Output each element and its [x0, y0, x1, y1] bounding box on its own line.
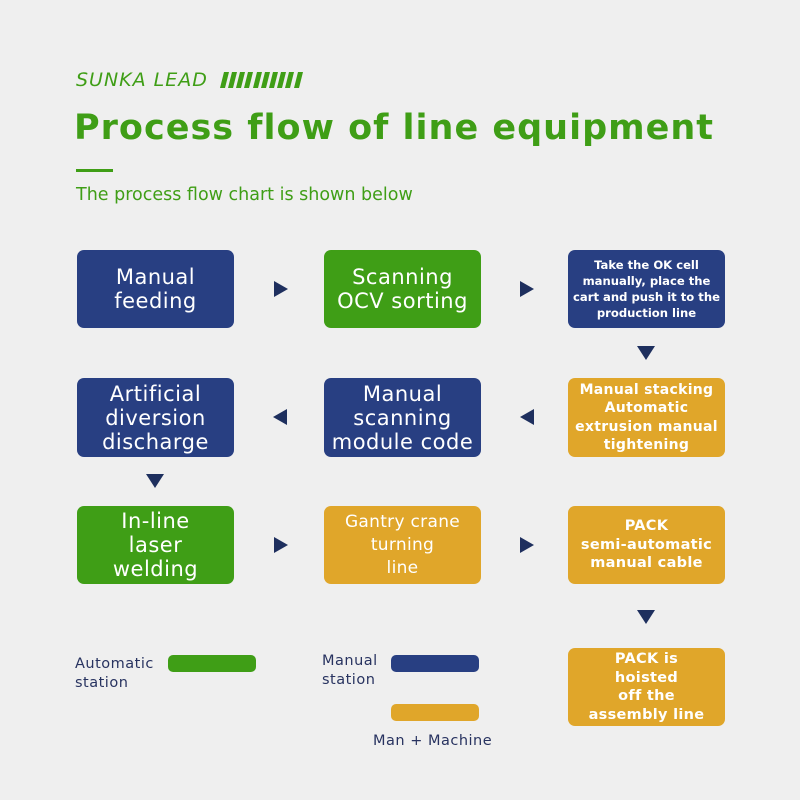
step-scanning-ocv-sorting: Scanning OCV sorting — [324, 250, 481, 328]
brand-stripe — [285, 72, 295, 88]
page-subtitle: The process flow chart is shown below — [76, 185, 413, 205]
step-gantry-crane-turning-line: Gantry crane turning line — [324, 506, 481, 584]
legend-label-man-machine: Man + Machine — [373, 733, 493, 749]
arrow-left-icon — [520, 409, 534, 425]
brand-header: SUNKA LEAD — [76, 68, 303, 92]
legend-swatch-manual — [391, 655, 479, 672]
arrow-down-icon — [637, 346, 655, 360]
arrow-right-icon — [274, 281, 288, 297]
step-pack-semi-automatic-manual-cable: PACK semi-automatic manual cable — [568, 506, 725, 584]
arrow-left-icon — [273, 409, 287, 425]
legend-swatch-automatic — [168, 655, 256, 672]
step-label: Take the OK cell manually, place the car… — [573, 258, 720, 320]
step-label: Manual stacking Automatic extrusion manu… — [575, 381, 718, 454]
brand-stripe — [293, 72, 303, 88]
arrow-down-icon — [637, 610, 655, 624]
arrow-down-icon — [146, 474, 164, 488]
legend-label-automatic: Automatic station — [75, 656, 154, 691]
brand-stripes-decoration — [219, 72, 303, 88]
step-manual-scanning-module-code: Manual scanning module code — [324, 378, 481, 457]
page-title: Process flow of line equipment — [74, 108, 714, 148]
step-label: Manual scanning module code — [331, 381, 474, 454]
step-label: PACK is hoisted off the assembly line — [588, 651, 705, 723]
step-inline-laser-welding: In-line laser welding — [77, 506, 234, 584]
step-pack-hoisted-off-line: PACK is hoisted off the assembly line — [568, 648, 725, 726]
brand-name: SUNKA LEAD — [76, 69, 208, 91]
brand-stripe — [252, 72, 262, 88]
legend-swatch-man-machine — [391, 704, 479, 721]
step-label: In-line laser welding — [112, 509, 199, 581]
arrow-right-icon — [520, 537, 534, 553]
step-manual-feeding: Manual feeding — [77, 250, 234, 328]
arrow-right-icon — [274, 537, 288, 553]
step-label: Artificial diversion discharge — [102, 381, 209, 454]
step-label: Scanning OCV sorting — [337, 264, 468, 314]
step-label: Manual feeding — [114, 264, 197, 314]
step-artificial-diversion-discharge: Artificial diversion discharge — [77, 378, 234, 457]
legend-label-manual: Manual station — [322, 653, 378, 688]
step-take-ok-cell: Take the OK cell manually, place the car… — [568, 250, 725, 328]
step-manual-stacking: Manual stacking Automatic extrusion manu… — [568, 378, 725, 457]
brand-stripe — [244, 72, 254, 88]
step-label: PACK semi-automatic manual cable — [580, 518, 713, 572]
title-divider — [76, 169, 113, 172]
step-label: Gantry crane turning line — [344, 511, 461, 578]
arrow-right-icon — [520, 281, 534, 297]
